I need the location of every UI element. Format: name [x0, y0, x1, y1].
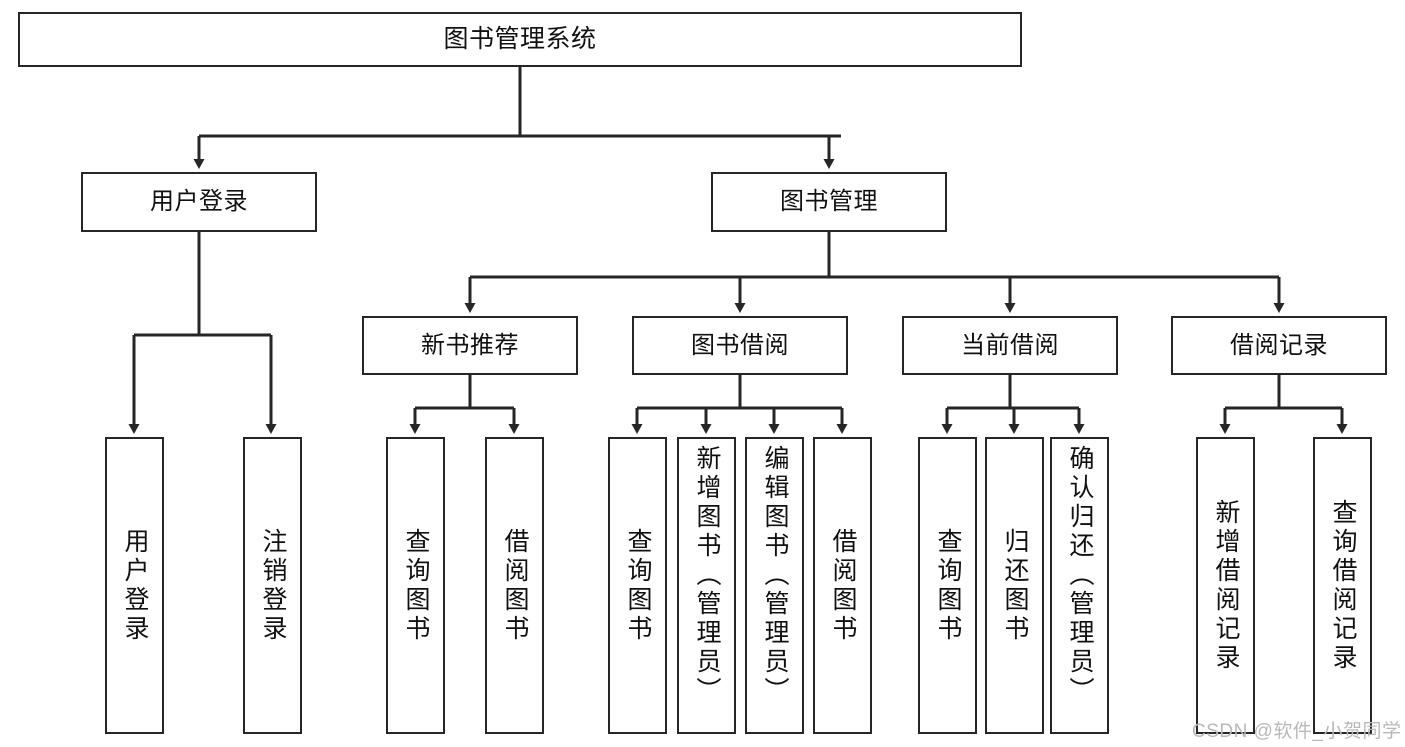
- node-label: 确认归还（管理员）: [1066, 445, 1094, 706]
- node-leaf-borrow-book-2[interactable]: 借阅图书: [813, 437, 872, 734]
- node-label: 借阅图书: [829, 527, 857, 644]
- node-leaf-add-borrow-record[interactable]: 新增借阅记录: [1196, 437, 1255, 734]
- node-leaf-query-book-2[interactable]: 查询图书: [608, 437, 667, 734]
- node-label: 新增借阅记录: [1212, 498, 1240, 673]
- node-book-borrow[interactable]: 图书借阅: [632, 316, 848, 375]
- node-current-borrow[interactable]: 当前借阅: [902, 316, 1118, 375]
- node-leaf-confirm-return-admin[interactable]: 确认归还（管理员）: [1050, 437, 1109, 734]
- node-label: 新增图书（管理员）: [693, 445, 721, 706]
- node-leaf-user-logout[interactable]: 注销登录: [243, 437, 302, 734]
- node-label: 新书推荐: [421, 331, 519, 359]
- node-label: 图书借阅: [691, 331, 789, 359]
- node-label: 查询图书: [402, 527, 430, 644]
- node-leaf-edit-book-admin[interactable]: 编辑图书（管理员）: [745, 437, 804, 734]
- node-leaf-query-borrow-record[interactable]: 查询借阅记录: [1313, 437, 1372, 734]
- node-label: 用户登录: [121, 527, 149, 644]
- node-label: 编辑图书（管理员）: [761, 445, 789, 706]
- node-label: 查询借阅记录: [1329, 498, 1357, 673]
- node-leaf-query-book-1[interactable]: 查询图书: [386, 437, 445, 734]
- node-label: 当前借阅: [961, 331, 1059, 359]
- node-leaf-query-book-3[interactable]: 查询图书: [918, 437, 977, 734]
- node-label: 查询图书: [624, 527, 652, 644]
- node-label: 用户登录: [150, 188, 248, 216]
- node-label: 借阅图书: [501, 527, 529, 644]
- node-book-manage[interactable]: 图书管理: [711, 172, 947, 232]
- node-label: 归还图书: [1001, 527, 1029, 644]
- node-user-login[interactable]: 用户登录: [81, 172, 317, 232]
- csdn-watermark: CSDN @软件_小贺同学: [1192, 721, 1402, 742]
- node-leaf-user-login[interactable]: 用户登录: [105, 437, 164, 734]
- node-new-book-recommend[interactable]: 新书推荐: [362, 316, 578, 375]
- node-leaf-return-book[interactable]: 归还图书: [985, 437, 1044, 734]
- node-label: 图书管理: [780, 188, 878, 216]
- node-root-system[interactable]: 图书管理系统: [18, 12, 1022, 67]
- node-label: 图书管理系统: [443, 25, 597, 54]
- node-leaf-borrow-book-1[interactable]: 借阅图书: [485, 437, 544, 734]
- node-label: 借阅记录: [1230, 331, 1328, 359]
- node-borrow-record[interactable]: 借阅记录: [1171, 316, 1387, 375]
- node-label: 查询图书: [934, 527, 962, 644]
- node-leaf-add-book-admin[interactable]: 新增图书（管理员）: [677, 437, 736, 734]
- node-label: 注销登录: [259, 527, 287, 644]
